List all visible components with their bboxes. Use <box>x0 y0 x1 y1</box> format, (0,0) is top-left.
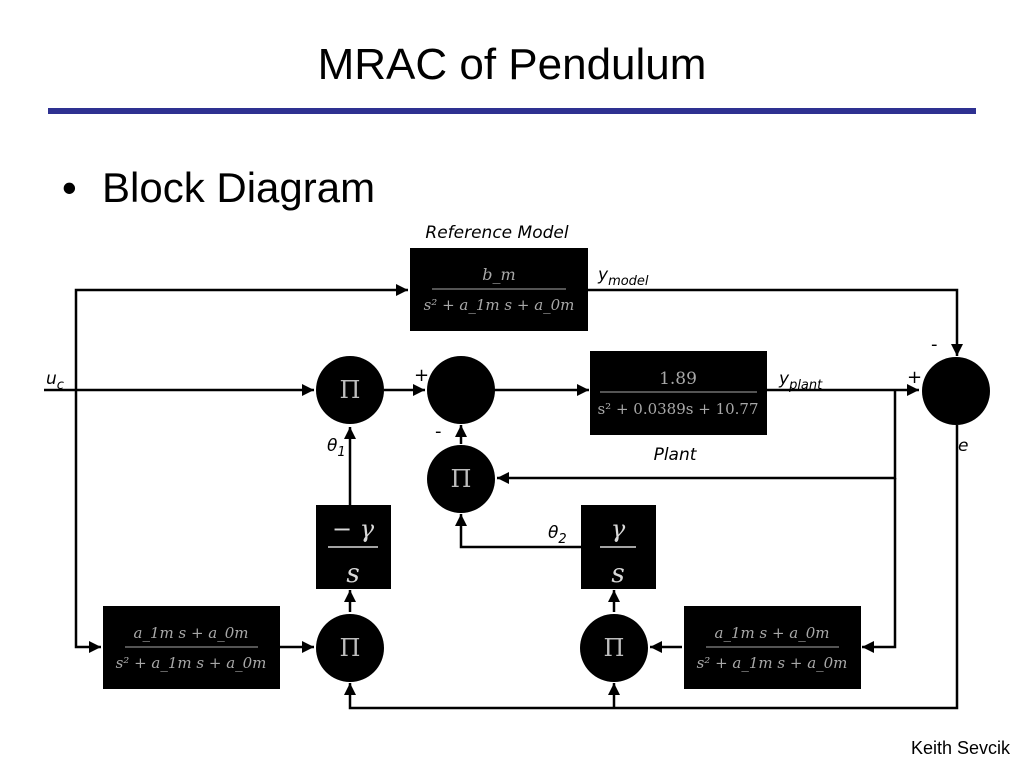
author-credit: Keith Sevcik <box>910 738 1010 758</box>
reference-model-denominator: s² + a_1m s + a_0m <box>424 296 575 314</box>
filter-right-numerator: a_1m s + a_0m <box>715 624 830 642</box>
bullet-dot: • <box>62 164 77 211</box>
multiplier-2-symbol: Π <box>451 465 472 493</box>
gain-pos-block: γ s <box>581 505 656 589</box>
yplant-to-filter-right-wire <box>862 478 897 653</box>
gain-neg-numerator: − γ <box>332 515 375 543</box>
error-feedback-wire <box>344 425 959 710</box>
ymodel-to-sum2-wire <box>588 288 963 356</box>
multiplier-4-symbol: Π <box>604 634 625 662</box>
uc-to-filter-left-wire <box>74 390 101 653</box>
uc-label: uc <box>46 369 64 393</box>
slide-title: MRAC of Pendulum <box>317 40 707 89</box>
sum2-minus-sign: - <box>931 334 938 355</box>
plant-denominator: s² + 0.0389s + 10.77 <box>597 400 758 418</box>
error-label: e <box>958 436 968 456</box>
filter-left-block: a_1m s + a_0m s² + a_1m s + a_0m <box>103 606 280 689</box>
ymodel-label: ymodel <box>597 265 649 289</box>
multiplier-1: Π <box>316 356 384 424</box>
plant-caption: Plant <box>654 445 698 465</box>
bullet-text: Block Diagram <box>102 164 376 211</box>
plant-block: 1.89 s² + 0.0389s + 10.77 <box>590 351 767 435</box>
gain-pos-numerator: γ <box>611 515 626 543</box>
sum2-plus-sign: + <box>907 367 922 388</box>
bullet-item: • Block Diagram <box>62 162 375 214</box>
reference-model-numerator: b_m <box>482 265 515 284</box>
summing-junction-1 <box>427 356 495 424</box>
wires <box>44 284 963 710</box>
multiplier-1-symbol: Π <box>340 376 361 404</box>
filter-right-block: a_1m s + a_0m s² + a_1m s + a_0m <box>684 606 861 689</box>
filter-left-denominator: s² + a_1m s + a_0m <box>116 654 267 672</box>
filter-right-denominator: s² + a_1m s + a_0m <box>697 654 848 672</box>
gain-neg-denominator: s <box>346 559 359 589</box>
title-underline <box>48 108 976 114</box>
theta1-label: θ1 <box>327 436 346 460</box>
yplant-label: yplant <box>778 369 823 393</box>
sum1-plus-sign: + <box>414 365 429 386</box>
gain-pos-denominator: s <box>611 559 624 589</box>
sum1-minus-sign: - <box>435 421 442 442</box>
gain-neg-block: − γ s <box>316 505 391 589</box>
theta2-label: θ2 <box>548 523 567 547</box>
multiplier-3-symbol: Π <box>340 634 361 662</box>
multiplier-4: Π <box>580 614 648 682</box>
reference-model-caption: Reference Model <box>425 223 568 243</box>
theta2-wire <box>455 514 581 549</box>
uc-to-reference-wire <box>74 284 408 390</box>
summing-junction-2 <box>922 357 990 425</box>
multiplier-2: Π <box>427 445 495 513</box>
plant-numerator: 1.89 <box>659 369 697 389</box>
reference-model-block: b_m s² + a_1m s + a_0m <box>410 248 588 331</box>
multiplier-3: Π <box>316 614 384 682</box>
filter-left-numerator: a_1m s + a_0m <box>134 624 249 642</box>
